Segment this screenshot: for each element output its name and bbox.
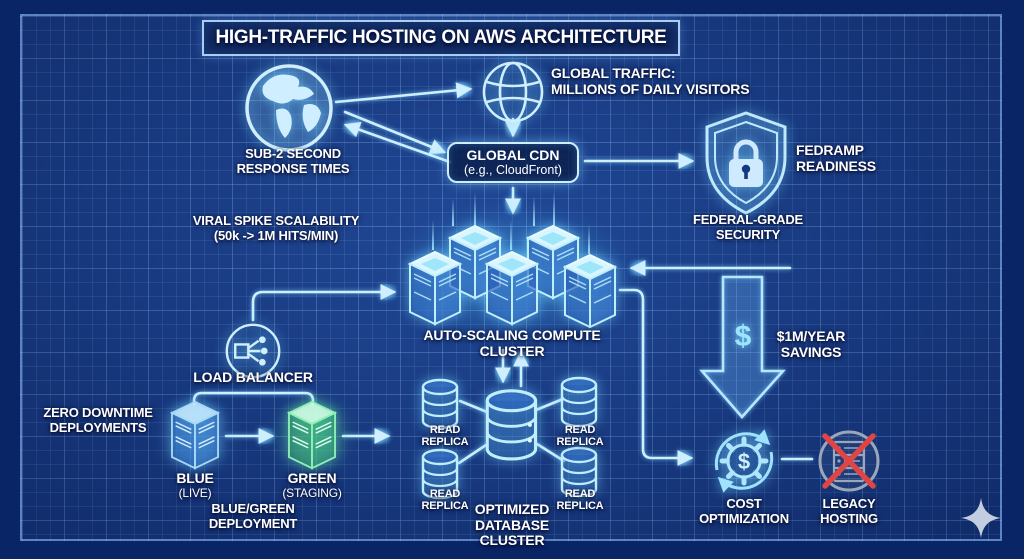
optimized-database-label: OPTIMIZED DATABASE CLUSTER: [474, 501, 550, 549]
blue-live-label: BLUE (LIVE): [176, 470, 214, 500]
federal-grade-security-label: FEDERAL-GRADE SECURITY: [692, 212, 804, 242]
read-replica-label: READ REPLICA: [556, 424, 604, 449]
green-staging-label: GREEN (STAGING): [282, 470, 342, 500]
global-traffic-label: GLOBAL TRAFFIC: MILLIONS OF DAILY VISITO…: [551, 65, 750, 97]
auto-scaling-compute-cluster-icon: [409, 225, 616, 328]
read-replica-label: READ REPLICA: [556, 488, 604, 513]
glow-streak: [510, 220, 512, 250]
database-cluster-icon: [421, 376, 598, 500]
red-x-icon: [822, 433, 876, 489]
title-box: HIGH-TRAFFIC HOSTING ON AWS ARCHITECTURE: [202, 20, 680, 56]
auto-scaling-cluster-label: AUTO-SCALING COMPUTE CLUSTER: [423, 327, 601, 359]
cdn-sublabel: (e.g., CloudFront): [464, 163, 562, 178]
cost-optimization-label: COST OPTIMIZATION: [699, 496, 789, 526]
read-replica-label: READ REPLICA: [421, 488, 469, 513]
glow-streak: [432, 220, 434, 250]
savings-label: $1M/YEAR SAVINGS: [776, 328, 846, 360]
glow-streak: [553, 192, 555, 226]
load-balancer-icon: [225, 323, 281, 379]
fedramp-label: FEDRAMP READINESS: [796, 142, 876, 174]
glow-streak: [588, 224, 590, 254]
glow-streak: [452, 198, 454, 226]
legacy-hosting-crossed-icon: [818, 430, 880, 492]
glow-streak: [533, 196, 535, 226]
glow-streak: [474, 192, 476, 226]
load-balancer-label: LOAD BALANCER: [193, 369, 313, 385]
page-title: HIGH-TRAFFIC HOSTING ON AWS ARCHITECTURE: [215, 27, 667, 48]
cost-optimization-gear-icon: $: [714, 429, 774, 493]
sparkle-icon: [960, 497, 1002, 539]
svg-text:$: $: [738, 449, 750, 474]
wireframe-globe-icon: [482, 61, 544, 123]
savings-dollar-symbol: $: [734, 320, 752, 353]
green-server-icon: [286, 400, 338, 470]
viral-spike-label: VIRAL SPIKE SCALABILITY (50k -> 1M HITS/…: [192, 213, 360, 243]
savings-down-arrow: [699, 275, 786, 419]
blue-server-icon: [169, 400, 221, 470]
blue-green-deployment-label: BLUE/GREEN DEPLOYMENT: [208, 501, 298, 531]
sub2-response-label: SUB-2 SECOND RESPONSE TIMES: [236, 146, 350, 176]
cdn-label: GLOBAL CDN: [466, 147, 560, 164]
shield-lock-icon: [705, 111, 787, 215]
zero-downtime-label: ZERO DOWNTIME DEPLOYMENTS: [43, 405, 153, 435]
earth-globe-icon: [245, 64, 333, 152]
legacy-hosting-label: LEGACY HOSTING: [820, 496, 878, 526]
read-replica-label: READ REPLICA: [421, 424, 469, 449]
database-cylinder-icon: [485, 389, 538, 461]
global-cdn-node: GLOBAL CDN (e.g., CloudFront): [447, 142, 579, 183]
